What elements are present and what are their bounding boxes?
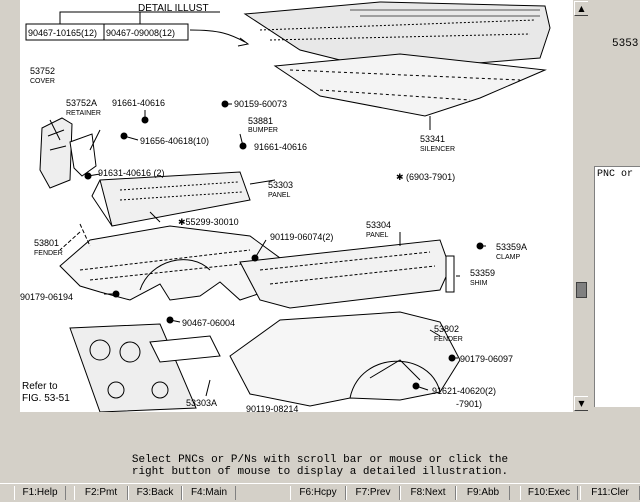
refer-note-line1: Refer to [22, 381, 58, 392]
part-label[interactable]: 90467-06004 [182, 318, 236, 328]
part-label[interactable]: 53303 [268, 180, 294, 190]
status-line-1: Select PNCs or P/Ns with scroll bar or m… [131, 454, 509, 466]
part-name: PANEL [268, 192, 291, 199]
f9-abb-button[interactable]: F9:Abb [456, 486, 510, 500]
scroll-down-icon[interactable]: ▼ [574, 396, 589, 411]
f11-cler-button[interactable]: F11:Cler [580, 486, 640, 500]
part-label[interactable]: 90467-09008(12) [106, 28, 176, 38]
part-name: COVER [30, 78, 55, 85]
part-name: PANEL [366, 232, 389, 239]
part-label[interactable]: 91661-40616 [254, 142, 308, 152]
part-label[interactable]: 53341 [420, 134, 446, 144]
part-label[interactable]: 53801 [34, 238, 60, 248]
f1-help-button[interactable]: F1:Help [14, 486, 66, 500]
status-message: Select PNCs or P/Ns with scroll bar or m… [0, 454, 640, 478]
function-key-bar: F1:Help F2:Pmt F3:Back F4:Main F6:Hcpy F… [0, 483, 640, 502]
pnc-number: 5353 [612, 38, 639, 50]
part-name: RETAINER [66, 110, 101, 117]
part-label[interactable]: 90467-10165(12) [28, 28, 98, 38]
f10-exec-button[interactable]: F10:Exec [520, 486, 578, 500]
part-label[interactable]: 91656-40618(10) [140, 136, 210, 146]
part-label[interactable]: 91631-40616 (2) [98, 168, 165, 178]
f2-pmt-button[interactable]: F2:Pmt [74, 486, 128, 500]
part-label[interactable]: ✱55299-30010 [178, 217, 239, 227]
status-line-2: right button of mouse to display a detai… [131, 466, 509, 478]
message-area [0, 413, 640, 451]
part-name: BUMPER [248, 127, 278, 134]
part-name: SHIM [470, 280, 488, 287]
pnc-list[interactable]: PNC or [594, 166, 640, 407]
diagram-drawing [25, 1, 551, 412]
pnc-list-header: PNC or [597, 169, 634, 180]
part-label[interactable]: 53881 [248, 116, 274, 126]
part-label[interactable]: 90179-06194 [20, 292, 74, 302]
f7-prev-button[interactable]: F7:Prev [346, 486, 400, 500]
part-label[interactable]: 90119-08214 [246, 404, 299, 412]
part-label[interactable]: 53304 [366, 220, 392, 230]
part-name: FENDER [434, 336, 463, 343]
scroll-up-icon[interactable]: ▲ [574, 1, 589, 16]
f8-next-button[interactable]: F8:Next [400, 486, 456, 500]
part-label[interactable]: 53752A [66, 98, 98, 108]
part-label[interactable]: 90159-60073 [234, 99, 288, 109]
date-end-note: -7901) [456, 399, 483, 409]
part-label[interactable]: 53359A [496, 242, 528, 252]
part-name: FENDER [34, 250, 63, 257]
pnc-panel: 5353 PNC or [588, 0, 640, 412]
part-name: SILENCER [420, 146, 456, 153]
part-name: CLAMP [496, 254, 521, 261]
vertical-scrollbar[interactable]: ▲ ▼ [572, 0, 589, 412]
part-label[interactable]: 53802 [434, 324, 460, 334]
part-label[interactable]: 90179-06097 [460, 354, 514, 364]
f6-hcpy-button[interactable]: F6:Hcpy [290, 486, 346, 500]
detail-illust-title: DETAIL ILLUST [138, 3, 209, 14]
part-label[interactable]: 53752 [30, 66, 56, 76]
f4-main-button[interactable]: F4:Main [182, 486, 236, 500]
parts-diagram[interactable]: DETAIL ILLUST 90467-10165(12) 90467-0900… [20, 0, 573, 412]
scroll-thumb[interactable] [576, 282, 587, 298]
part-label[interactable]: 90119-06074(2) [270, 232, 334, 242]
part-label[interactable]: 91661-40616 [112, 98, 166, 108]
part-label[interactable]: 91621-40620(2) [432, 386, 497, 396]
part-label[interactable]: 53303A [186, 398, 218, 408]
part-box-2 [103, 23, 189, 41]
f3-back-button[interactable]: F3:Back [128, 486, 182, 500]
date-range-note: ✱ (6903-7901) [396, 172, 456, 182]
part-label[interactable]: 53359 [470, 268, 496, 278]
refer-note-line2[interactable]: FIG. 53-51 [22, 393, 70, 404]
